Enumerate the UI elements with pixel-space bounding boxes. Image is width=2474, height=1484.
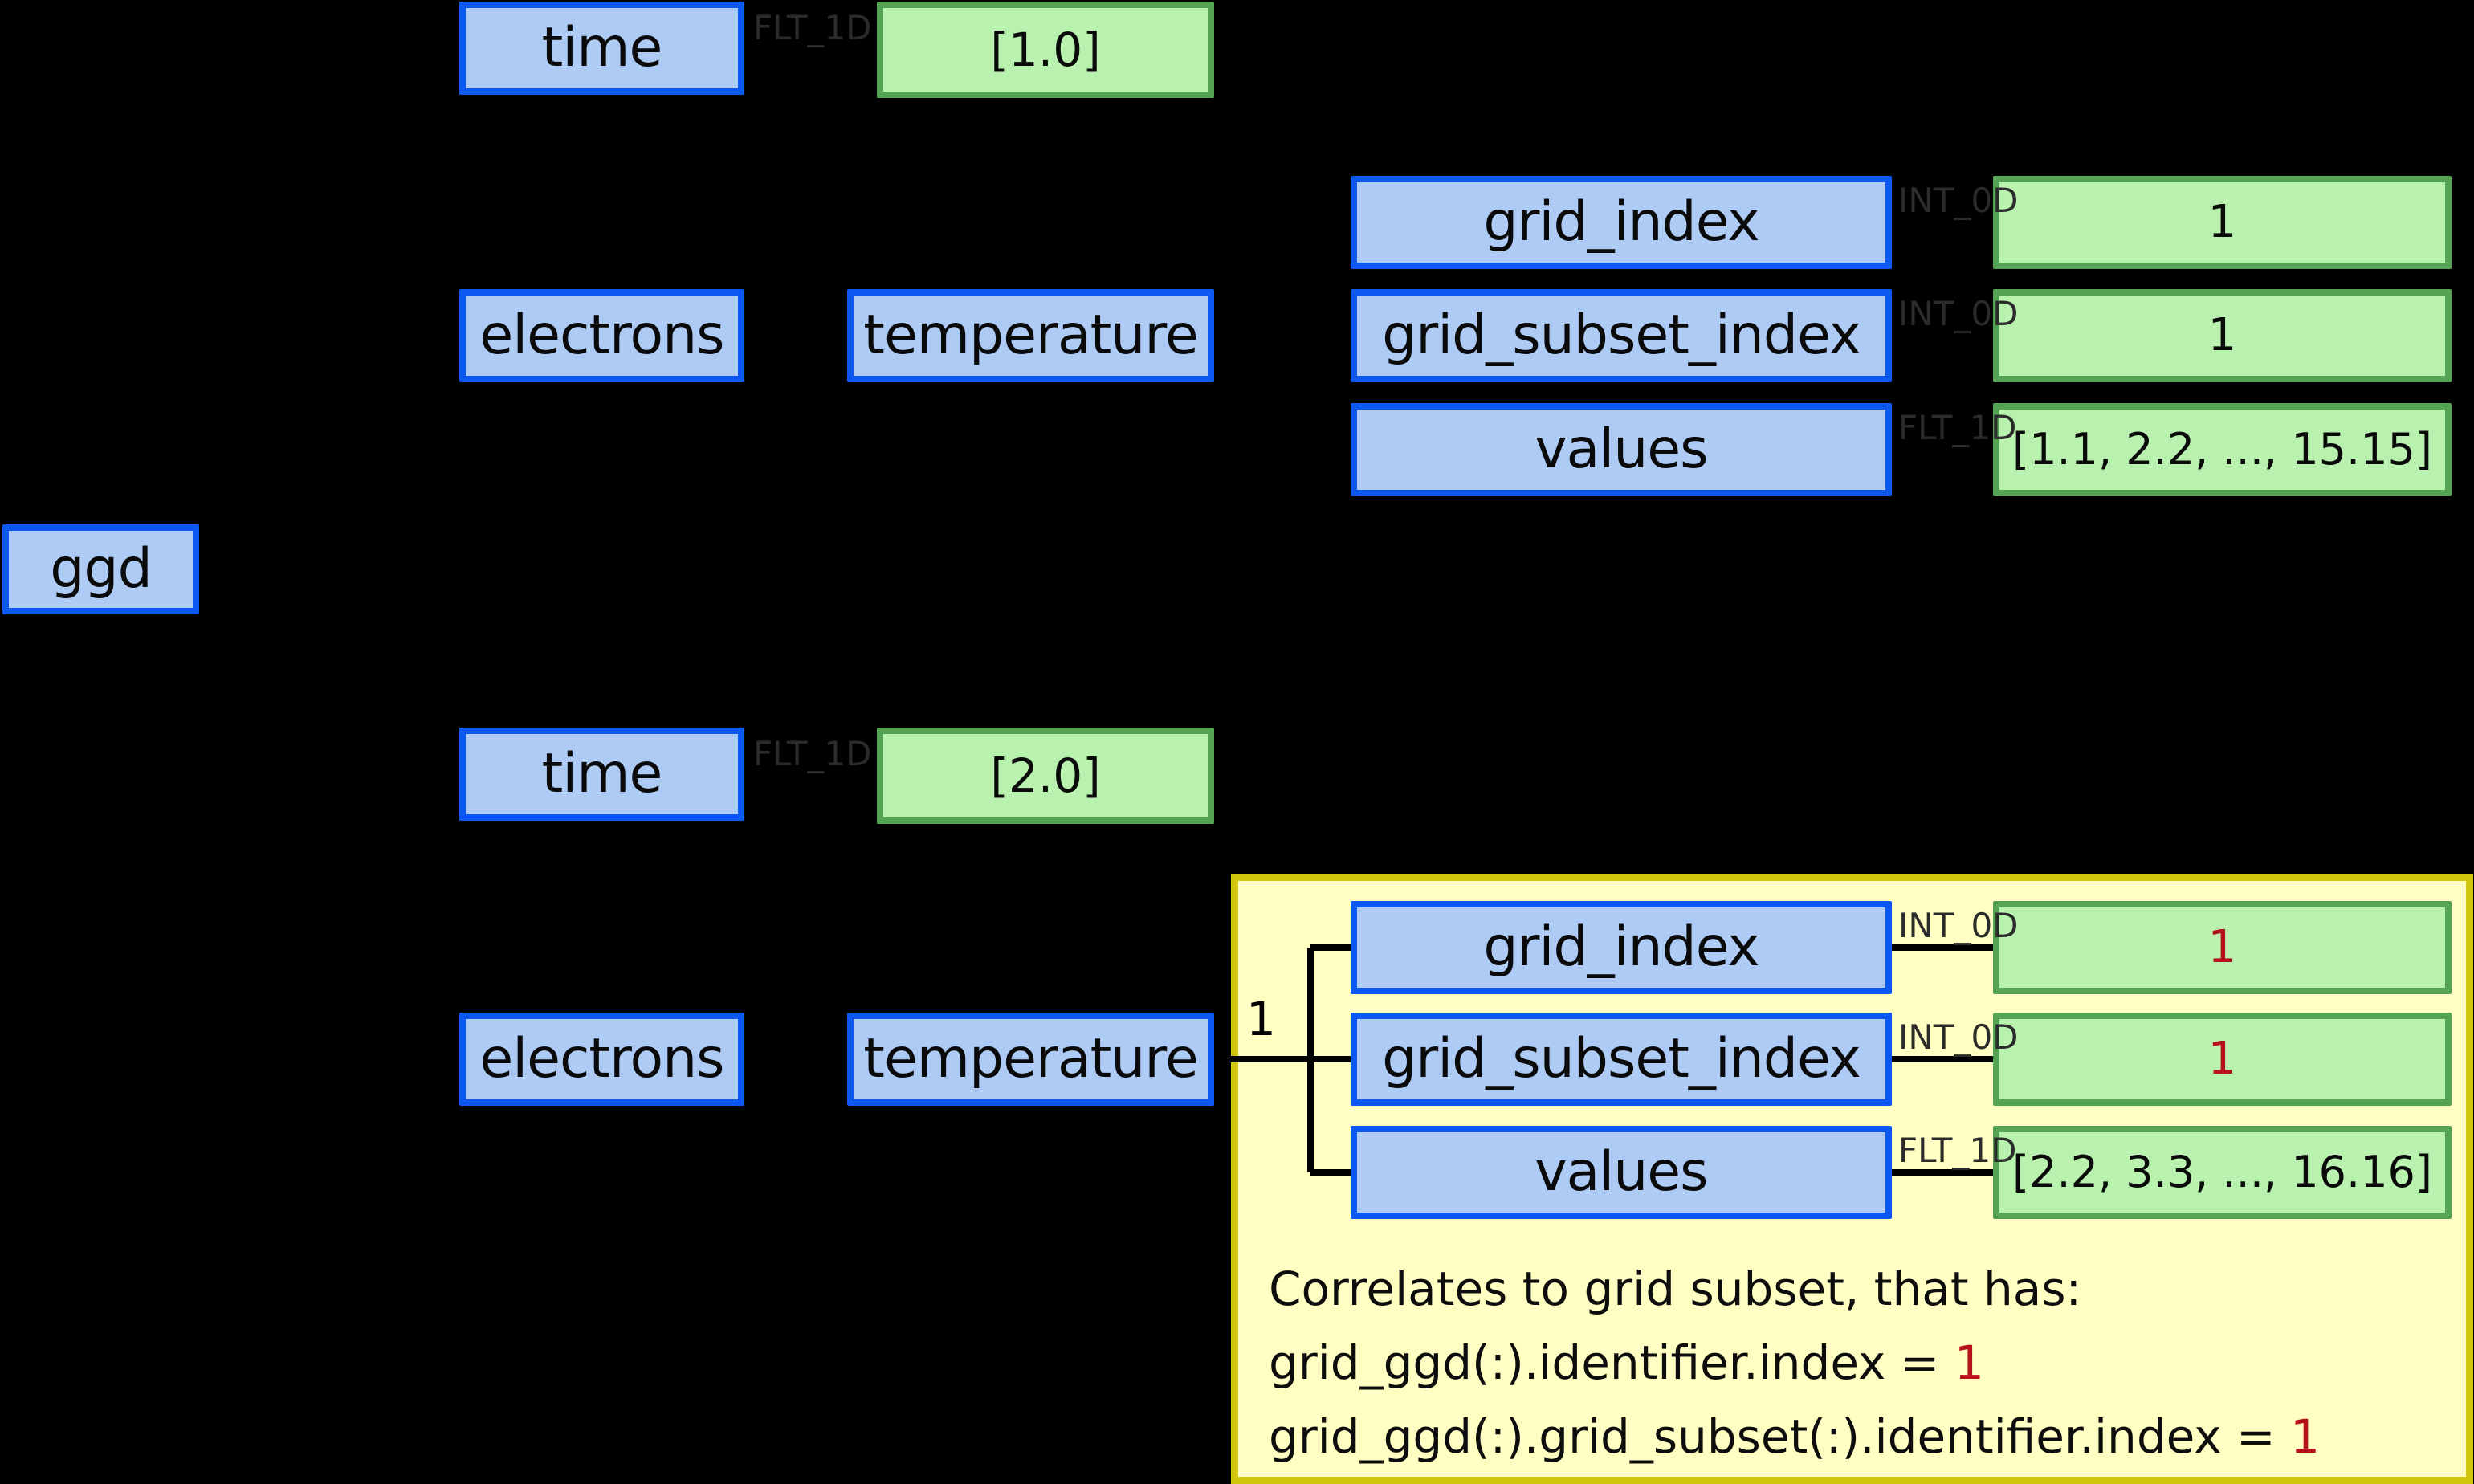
value-grid-subset-index-element1: 1 [1993,289,2452,382]
node-temperature-element1: temperature [847,289,1214,382]
node-electrons-element1: electrons [459,289,744,382]
callout-line-3-value: 1 [2290,1409,2320,1464]
type-label-values-element2: FLT_1D [1898,1131,2017,1170]
callout-line-2-prefix: grid_ggd(:).identifier.index = [1269,1335,1954,1390]
node-time-element1: time [459,2,744,95]
type-label-time-element2: FLT_1D [753,734,872,773]
node-values-element2: values [1351,1126,1892,1219]
value-values-element2: [2.2, 3.3, ..., 16.16] [1993,1126,2452,1219]
type-label-values-element1: FLT_1D [1898,408,2017,447]
node-grid-subset-index-element1: grid_subset_index [1351,289,1892,382]
node-grid-subset-index-element2: grid_subset_index [1351,1013,1892,1106]
value-grid-index-element1: 1 [1993,176,2452,269]
callout-line-3-prefix: grid_ggd(:).grid_subset(:).identifier.in… [1269,1409,2291,1464]
callout-line-2: grid_ggd(:).identifier.index = 1 [1269,1339,1984,1386]
callout-line-3: grid_ggd(:).grid_subset(:).identifier.in… [1269,1413,2320,1460]
node-grid-index-element2: grid_index [1351,901,1892,994]
value-grid-index-element2: 1 [1993,901,2452,994]
type-label-grid-index-element2: INT_0D [1898,906,2019,945]
callout-line-1: Correlates to grid subset, that has: [1269,1262,2082,1316]
node-grid-index-element1: grid_index [1351,176,1892,269]
node-values-element1: values [1351,403,1892,496]
value-time-element2: [2.0] [877,728,1214,824]
node-ggd: ggd [2,524,199,614]
node-temperature-element2: temperature [847,1013,1214,1106]
type-label-grid-subset-index-element1: INT_0D [1898,294,2019,333]
branch-index-label: 1 [1246,992,1276,1046]
value-grid-subset-index-element2: 1 [1993,1013,2452,1106]
callout-line-2-value: 1 [1954,1335,1984,1390]
type-label-grid-subset-index-element2: INT_0D [1898,1017,2019,1057]
node-electrons-element2: electrons [459,1013,744,1106]
node-time-element2: time [459,728,744,821]
value-time-element1: [1.0] [877,2,1214,98]
type-label-grid-index-element1: INT_0D [1898,181,2019,220]
type-label-time-element1: FLT_1D [753,8,872,47]
value-values-element1: [1.1, 2.2, ..., 15.15] [1993,403,2452,496]
